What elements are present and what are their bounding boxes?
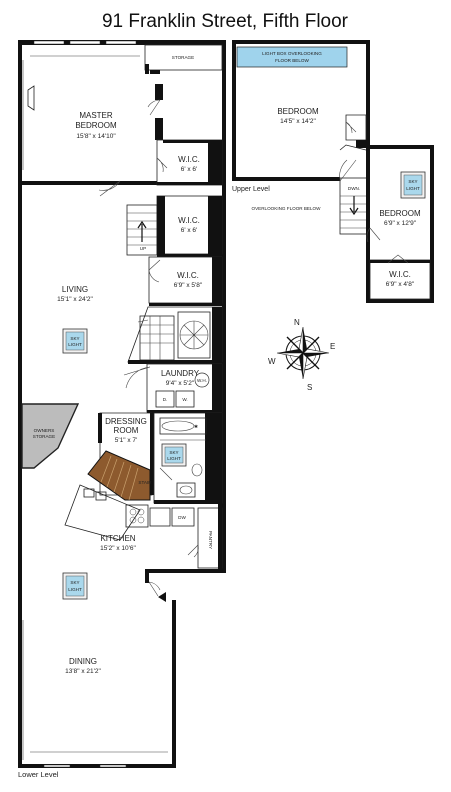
dressing-name2: ROOM xyxy=(114,426,139,435)
owners-storage xyxy=(21,403,80,469)
living-dims: 15'1" x 24'2" xyxy=(57,296,93,303)
stair-up-label: UP xyxy=(140,246,146,251)
south-wall xyxy=(18,764,176,768)
storage-label: STORAGE xyxy=(172,55,194,60)
pantry-label: PANTRY xyxy=(208,531,213,549)
upper-bedroom1-dims: 14'5" x 14'2" xyxy=(280,118,316,125)
kitchen-name: KITCHEN xyxy=(100,534,135,543)
plan-title: 91 Franklin Street, Fifth Floor xyxy=(102,11,349,32)
upper-skylight1: SKY xyxy=(408,179,417,184)
living-name: LIVING xyxy=(62,285,88,294)
wic1-dims: 6' x 6' xyxy=(181,166,198,173)
laundry-dims: 9'4" x 5'2" xyxy=(166,380,195,387)
wic3-name: W.I.C. xyxy=(177,271,199,280)
compass-n: N xyxy=(294,318,300,327)
dishwasher-label: DW xyxy=(178,515,186,520)
wic2-dims: 6' x 6' xyxy=(181,227,198,234)
stair-down-label: DWN. xyxy=(348,186,360,191)
lower-level-label: Lower Level xyxy=(18,770,59,779)
bath-skylight1: SKY xyxy=(169,450,178,455)
light-box-label2: FLOOR BELOW xyxy=(275,58,309,63)
master-bedroom-dims: 15'8" x 14'10" xyxy=(76,133,116,140)
dryer-label: D. xyxy=(163,397,168,402)
svg-text:✱: ✱ xyxy=(194,424,198,429)
washer-label: W. xyxy=(182,397,187,402)
dressing-dims: 5'1" x 7' xyxy=(115,437,138,444)
living-skylight2: LIGHT xyxy=(68,342,82,347)
east-wall xyxy=(222,40,226,573)
kitchen-dims: 15'2" x 10'6" xyxy=(100,545,136,552)
upper-bedroom2-name: BEDROOM xyxy=(379,209,421,218)
upper-level-plan: LIGHT BOX OVERLOOKING FLOOR BELOW BEDROO… xyxy=(232,40,434,303)
kitchen-counter xyxy=(64,484,141,541)
owners-storage-name1: OWNERS xyxy=(34,428,55,433)
dining-skylight1: SKY xyxy=(70,580,79,585)
lower-level-plan: STORAGE MASTER BEDROOM 15'8" x 14'10" W.… xyxy=(18,40,226,779)
master-bedroom-name2: BEDROOM xyxy=(75,121,117,130)
compass-w: W xyxy=(268,357,276,366)
upper-wic-name: W.I.C. xyxy=(389,270,411,279)
dining-east-wall xyxy=(172,600,176,768)
wood-stair: STAIR xyxy=(87,450,152,501)
compass-rose: N S E W xyxy=(268,318,335,392)
upper-bedroom2-dims: 6'9" x 12'9" xyxy=(384,220,417,227)
kitchen-south-wall xyxy=(145,569,226,573)
light-box-label1: LIGHT BOX OVERLOOKING xyxy=(262,51,322,56)
compass-s: S xyxy=(307,383,312,392)
stair-label: STAIR xyxy=(138,480,152,485)
dining-dims: 13'8" x 21'2" xyxy=(65,668,101,675)
owners-storage-name2: STORAGE xyxy=(33,434,55,439)
wic3-dims: 6'9" x 5'8" xyxy=(174,282,203,289)
laundry-name: LAUNDRY xyxy=(161,369,200,378)
overlooking-label: OVERLOOKING FLOOR BELOW xyxy=(252,206,322,211)
wic2-name: W.I.C. xyxy=(178,216,200,225)
dining-skylight2: LIGHT xyxy=(68,587,82,592)
bath-skylight2: LIGHT xyxy=(167,456,181,461)
stub-wall xyxy=(145,569,149,583)
dining-name: DINING xyxy=(69,657,97,666)
light-box xyxy=(236,46,348,68)
master-bedroom-name1: MASTER xyxy=(79,111,113,120)
upper-skylight2: LIGHT xyxy=(406,186,420,191)
dressing-name1: DRESSING xyxy=(105,417,147,426)
upper-level-label: Upper Level xyxy=(232,186,270,193)
west-wall xyxy=(18,40,22,768)
wic1-name: W.I.C. xyxy=(178,155,200,164)
living-skylight1: SKY xyxy=(70,336,79,341)
upper-bedroom1-name: BEDROOM xyxy=(277,107,319,116)
compass-e: E xyxy=(330,342,335,351)
upper-wic-dims: 6'9" x 4'8" xyxy=(386,281,415,288)
water-heater-label: W.H. xyxy=(197,378,207,383)
